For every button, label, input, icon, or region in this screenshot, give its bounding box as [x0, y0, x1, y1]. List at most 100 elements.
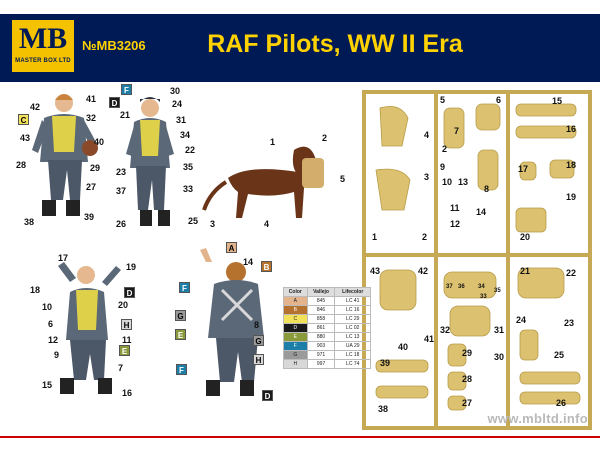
sprue-label: 14 [476, 207, 487, 217]
legend-vallejo: 971 [306, 350, 336, 360]
part-label: 22 [185, 145, 196, 155]
catalog-number: №MB3206 [82, 38, 146, 53]
legend-lifecolor: UA 29 [334, 341, 371, 351]
legend-swatch: A [283, 296, 308, 306]
part-label: 28 [16, 160, 27, 170]
sprue-label: 17 [518, 164, 529, 174]
part-label: 17 [58, 253, 69, 263]
sprue-label: 30 [494, 352, 505, 362]
paint-tag: D [109, 97, 120, 108]
sprue-label: 5 [440, 95, 446, 105]
part-label: 29 [90, 163, 101, 173]
paint-tag: F [179, 282, 190, 293]
sprue-label: 39 [380, 358, 391, 368]
sprue-label: 41 [424, 334, 435, 344]
page-title: RAF Pilots, WW II Era [207, 30, 463, 58]
sprue-label: 33 [480, 294, 487, 300]
part-label: 27 [86, 182, 97, 192]
legend-header: Vallejo [306, 287, 336, 297]
part-label: 2 [322, 133, 328, 143]
legend-swatch: G [283, 350, 308, 360]
part-label: 38 [24, 217, 35, 227]
sprue-label: 27 [462, 398, 473, 408]
legend-lifecolor: LC 41 [334, 296, 371, 306]
part-label: 35 [183, 162, 194, 172]
part-label: 24 [172, 99, 183, 109]
part-label: 18 [30, 285, 41, 295]
part-label: 37 [116, 186, 127, 196]
sprue-label: 7 [454, 126, 460, 136]
sprue-label: 16 [566, 124, 577, 134]
sprue-label: 29 [462, 348, 473, 358]
paint-tag: D [124, 287, 135, 298]
sprue-label: 1 [372, 232, 378, 242]
sprue-label: 15 [552, 96, 563, 106]
legend-vallejo: 846 [306, 305, 336, 315]
part-label: 30 [170, 86, 181, 96]
logo-mark: MB [18, 22, 68, 55]
legend-swatch: B [283, 305, 308, 315]
sprue-label: 4 [424, 130, 430, 140]
sprue-label: 20 [520, 232, 531, 242]
paint-tag: F [121, 84, 132, 95]
part-label: 10 [42, 302, 53, 312]
website-watermark: www.mbltd.info [487, 411, 588, 426]
sprue-label: 8 [484, 184, 490, 194]
legend-vallejo: 858 [306, 314, 336, 324]
legend-vallejo: 861 [306, 323, 336, 333]
part-label: 33 [183, 184, 194, 194]
sprue-label: 31 [494, 325, 505, 335]
paint-tag: B [261, 261, 272, 272]
part-label: 31 [176, 115, 187, 125]
part-label: 9 [54, 350, 60, 360]
part-label: 21 [120, 110, 131, 120]
figure-pilot-1 [32, 94, 98, 216]
sprue-label: 3 [424, 172, 430, 182]
sprue-label: 9 [440, 162, 446, 172]
legend-lifecolor: LC 13 [334, 332, 371, 342]
sprue-label: 2 [422, 232, 428, 242]
paint-tag: E [175, 329, 186, 340]
sprue-label: 26 [556, 398, 567, 408]
part-label: 32 [86, 113, 97, 123]
legend-lifecolor: LC 16 [334, 305, 371, 315]
part-label: 42 [30, 102, 41, 112]
legend-header: Color [283, 287, 308, 297]
part-label: 14 [243, 257, 254, 267]
sprue-label: 11 [450, 203, 460, 213]
header-bar [0, 14, 600, 82]
sprue-label: 22 [566, 268, 577, 278]
paint-tag: C [18, 114, 29, 125]
paint-tag: A [226, 242, 237, 253]
logo: MB MASTER BOX LTD [10, 18, 76, 74]
sprue-label: 32 [440, 325, 451, 335]
bottom-divider [0, 436, 600, 438]
part-label: 12 [48, 335, 59, 345]
sprue-label: 28 [462, 374, 473, 384]
part-label: 19 [126, 262, 137, 272]
paint-tag: E [119, 345, 130, 356]
legend-swatch: D [283, 323, 308, 333]
paint-tag: H [121, 319, 132, 330]
sprue-label: 6 [496, 95, 502, 105]
figure-pilot-4 [200, 248, 264, 396]
sprue-parts [375, 103, 581, 411]
part-label: 41 [86, 94, 97, 104]
part-label: 4 [264, 219, 270, 229]
part-label: 26 [116, 219, 127, 229]
legend-lifecolor: LC 18 [334, 350, 371, 360]
sprue-label: 37 [446, 284, 453, 290]
figure-dog [202, 146, 324, 218]
sprue-label: 34 [478, 284, 485, 290]
part-label: 11 [122, 335, 132, 345]
sprue-label: 35 [494, 288, 501, 294]
logo-subtitle: MASTER BOX LTD [15, 58, 71, 64]
sprue-label: 18 [566, 160, 577, 170]
paint-tag: H [253, 354, 264, 365]
